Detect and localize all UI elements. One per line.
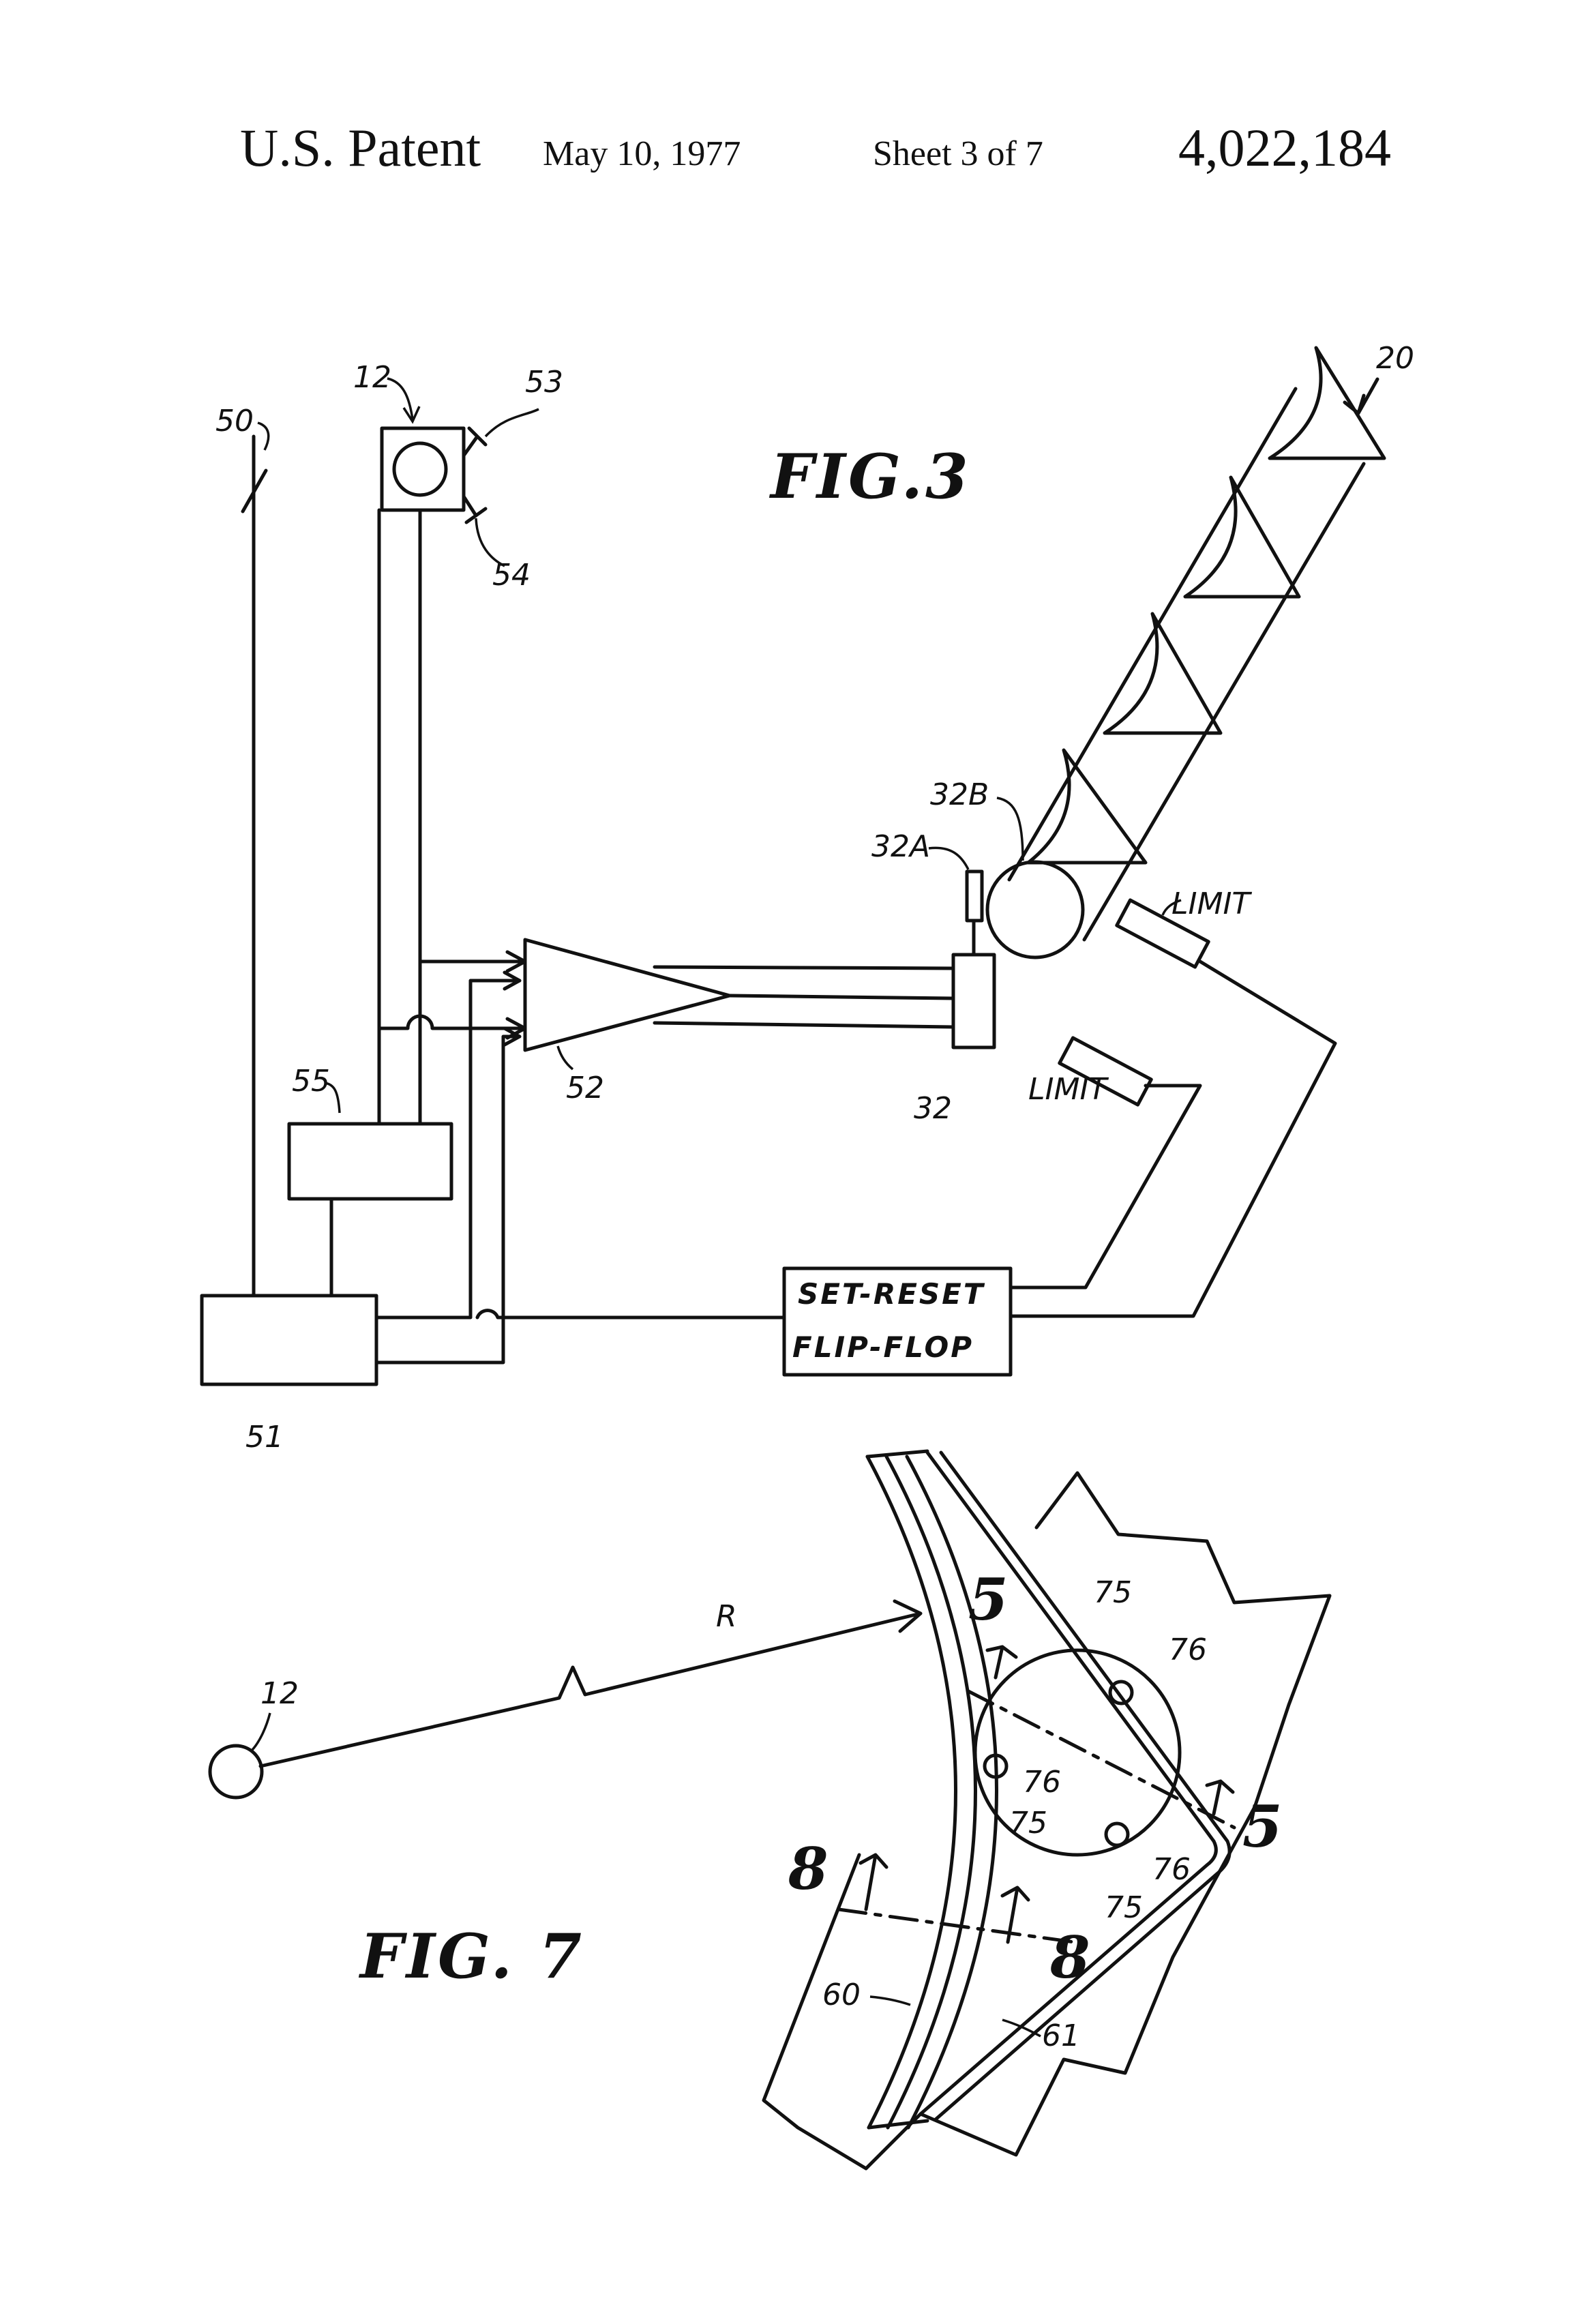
motor-32 [953, 955, 994, 1047]
wire-51-amp-top [376, 972, 520, 1317]
amp-input-bottom [379, 1016, 525, 1038]
reflector-1 [1028, 750, 1146, 863]
fig7-caption: FIG. 7 [358, 1920, 584, 1993]
amp-out-bottom [655, 1023, 953, 1027]
label-75-c: 75 [1105, 1890, 1143, 1925]
section-line-5 [968, 1691, 1234, 1828]
label-32a: 32A [871, 829, 930, 864]
label-60: 60 [822, 1978, 861, 2012]
section-8-left: 8 [788, 1835, 828, 1903]
label-52: 52 [566, 1071, 604, 1105]
label-limit-lower: LIMIT [1028, 1072, 1109, 1107]
radius-r-arrow [260, 1601, 921, 1766]
arrow-20 [1345, 379, 1377, 413]
label-54: 54 [492, 558, 531, 593]
mirror-60-mid [886, 1457, 976, 2128]
label-53: 53 [525, 365, 563, 400]
gear-32b [987, 862, 1083, 957]
label-76-b: 76 [1023, 1765, 1061, 1800]
flip-flop-line2: FLIP-FLOP [792, 1330, 974, 1364]
leader-12 [387, 378, 419, 421]
arm-53 [464, 428, 486, 456]
fig3-diagram: FIG.3 53 54 12 50 52 32 [202, 341, 1414, 1455]
leader-52 [558, 1046, 573, 1069]
fig7-leader-12 [252, 1713, 270, 1750]
wire-limit-lower [1011, 1086, 1200, 1287]
label-12: 12 [353, 360, 391, 395]
mirror-60-outer [867, 1457, 956, 2128]
bolt-75-lower [1106, 1823, 1128, 1845]
section-arrow-5b [1207, 1781, 1233, 1814]
section-8-right: 8 [1049, 1924, 1090, 1991]
wire-51-flipflop [376, 1311, 784, 1317]
amp-out-top [655, 967, 953, 968]
gear-32a [967, 872, 982, 921]
label-20: 20 [1376, 341, 1414, 376]
sun-12 [210, 1746, 262, 1798]
leader-53 [486, 409, 539, 436]
label-51: 51 [245, 1420, 284, 1455]
label-75-a: 75 [1094, 1575, 1132, 1610]
leader-50 [258, 423, 269, 450]
section-5-bottom: 5 [1242, 1793, 1282, 1860]
block-55 [289, 1124, 451, 1199]
frame-61 [921, 1452, 1216, 2114]
amp-input-top [420, 952, 525, 971]
label-76-c: 76 [1152, 1852, 1191, 1887]
sensor-12-cell [394, 443, 446, 495]
label-76-a: 76 [1169, 1633, 1207, 1667]
leader-32b [997, 798, 1023, 861]
leader-61 [1002, 2020, 1041, 2036]
wire-51-amp-bottom [376, 1028, 520, 1362]
reflector-2 [1105, 614, 1221, 733]
leader-32a [929, 848, 968, 869]
amplifier-52 [525, 940, 730, 1050]
amp-out-mid [730, 996, 953, 998]
label-75-b: 75 [1009, 1806, 1047, 1841]
label-50: 50 [215, 404, 254, 438]
label-32b: 32B [930, 777, 989, 812]
label-61: 61 [1042, 2018, 1080, 2053]
leader-60 [870, 1997, 910, 2005]
reflector-3 [1185, 477, 1299, 597]
array-rail-upper [1009, 389, 1296, 880]
label-r: R [716, 1599, 737, 1634]
label-limit-upper: LIMIT [1171, 887, 1252, 921]
wire-limit-upper [1011, 962, 1335, 1316]
label-55: 55 [292, 1064, 330, 1099]
label-32: 32 [914, 1091, 952, 1126]
section-5-top: 5 [968, 1566, 1008, 1633]
mirror-60-ends [867, 1451, 927, 2128]
flip-flop-line1: SET-RESET [798, 1277, 985, 1311]
arm-54 [464, 496, 486, 522]
fig7-label-12: 12 [260, 1676, 299, 1711]
block-51 [202, 1296, 376, 1384]
section-arrow-8a [861, 1855, 886, 1909]
fig7-diagram: FIG. 7 12 R 75 76 76 75 76 75 5 5 [210, 1451, 1330, 2169]
section-line-8 [839, 1909, 1084, 1943]
reflector-array-20 [1009, 348, 1384, 940]
fig3-caption: FIG.3 [768, 441, 971, 513]
array-rail-lower [1084, 464, 1364, 940]
bolt-75-upper [1110, 1682, 1132, 1703]
